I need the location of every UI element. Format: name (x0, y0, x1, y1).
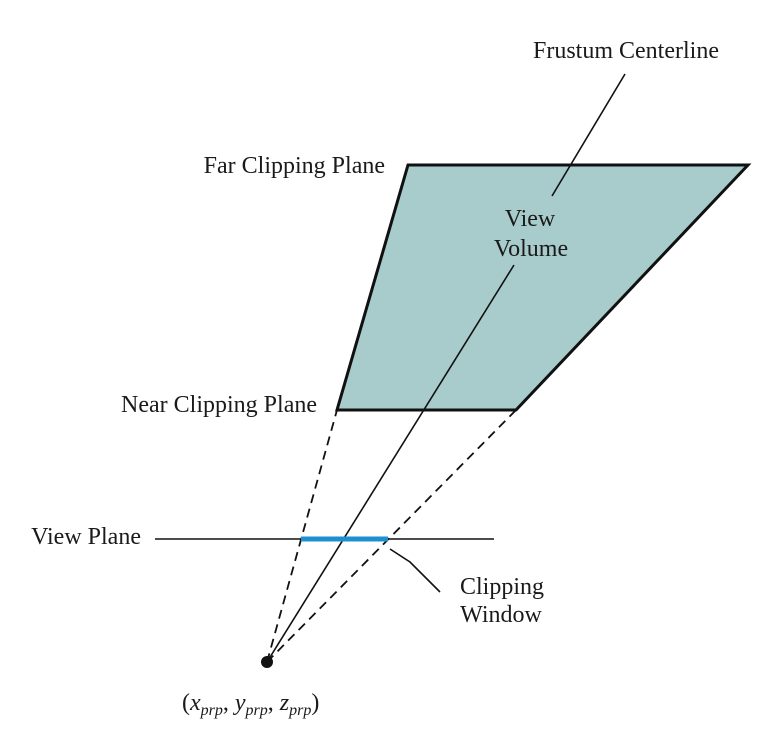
reference-point-label: (xprp, yprp, zprp) (182, 690, 319, 719)
frustum-centerline (266, 264, 515, 663)
view-plane-label: View Plane (31, 524, 141, 550)
reference-point-dot (261, 656, 273, 668)
view-volume-label-line1: View (505, 206, 556, 232)
clipping-window-leader (389, 548, 441, 593)
frustum-edge-left-dashed (266, 409, 338, 663)
view-volume-region (335, 163, 752, 412)
clipping-window-label-line2: Window (460, 602, 542, 628)
near-clipping-plane-label: Near Clipping Plane (121, 392, 317, 418)
far-clipping-plane-label: Far Clipping Plane (204, 153, 385, 179)
frustum-centerline-label: Frustum Centerline (533, 38, 719, 64)
frustum-centerline-leader (551, 73, 626, 197)
clipping-window-label-line1: Clipping (460, 574, 544, 600)
view-volume-label-line2: Volume (494, 236, 568, 262)
